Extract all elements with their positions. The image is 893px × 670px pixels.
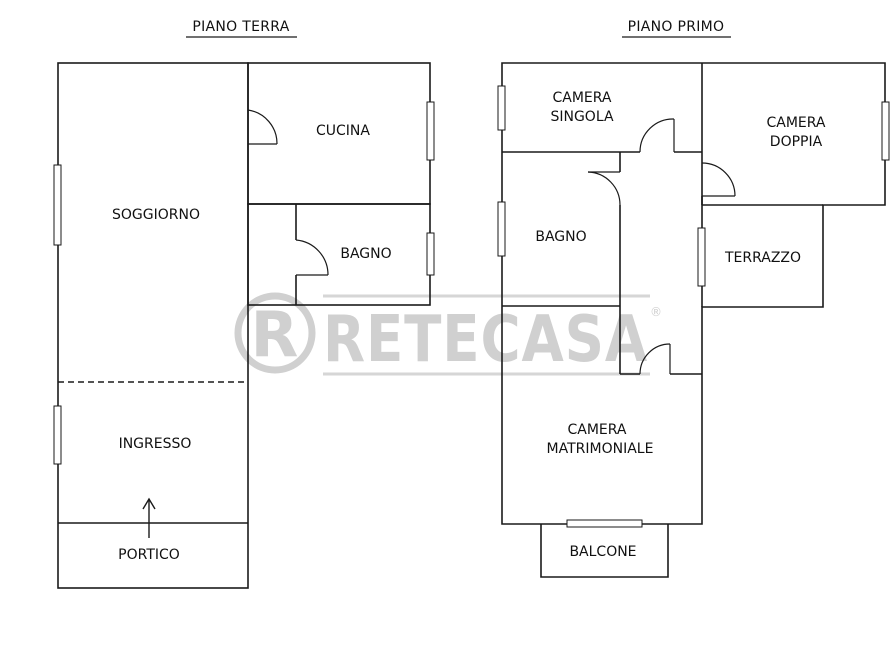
camera-singola-door bbox=[639, 118, 675, 153]
ground-bagno-window bbox=[426, 232, 435, 276]
ingresso-label: INGRESSO bbox=[119, 436, 192, 452]
camera-doppia-door bbox=[701, 162, 736, 197]
cucina-label: CUCINA bbox=[316, 123, 370, 139]
ground-floor-title: PIANO TERRA bbox=[192, 19, 289, 35]
soggiorno-label: SOGGIORNO bbox=[112, 207, 200, 223]
first-floor-plan: CAMERA SINGOLA CAMERA DOPPIA BAGNO TERRA… bbox=[497, 62, 890, 578]
first-bagno-window bbox=[497, 201, 506, 257]
ingresso-window bbox=[53, 405, 62, 465]
camera-matrimoniale-door bbox=[639, 343, 671, 375]
balcone-outline bbox=[540, 524, 669, 578]
camera-matrimoniale-label-line1: CAMERA bbox=[567, 422, 626, 438]
terrazzo-label: TERRAZZO bbox=[724, 250, 801, 266]
first-floor-title: PIANO PRIMO bbox=[628, 19, 725, 35]
entrance-arrow-icon bbox=[142, 497, 156, 538]
portico-label: PORTICO bbox=[118, 547, 180, 563]
camera-doppia-window bbox=[881, 101, 890, 161]
first-bagno-door bbox=[587, 171, 621, 206]
camera-singola-label-line1: CAMERA bbox=[552, 90, 611, 106]
ground-left-block bbox=[57, 62, 249, 589]
balcone-label: BALCONE bbox=[569, 544, 636, 560]
balcone-door-window bbox=[566, 519, 643, 528]
ground-floor-plan: SOGGIORNO CUCINA BAGNO INGRESSO PORTICO bbox=[53, 62, 435, 589]
retecasa-watermark: R RETECASA ® bbox=[234, 292, 662, 377]
watermark-logo-circle bbox=[234, 292, 316, 374]
ground-bagno-door bbox=[295, 239, 329, 276]
watermark-text: RETECASA bbox=[323, 303, 648, 377]
cucina-window bbox=[426, 101, 435, 161]
watermark-logo-letter: R bbox=[251, 298, 300, 371]
ground-bagno-label: BAGNO bbox=[340, 246, 391, 262]
cucina-door bbox=[247, 109, 278, 145]
camera-matrimoniale-label-line2: MATRIMONIALE bbox=[547, 441, 654, 457]
camera-singola-window bbox=[497, 85, 506, 131]
watermark-registered: ® bbox=[650, 305, 662, 319]
first-bagno-label: BAGNO bbox=[535, 229, 586, 245]
camera-doppia-label-line2: DOPPIA bbox=[770, 134, 823, 150]
soggiorno-window bbox=[53, 164, 62, 246]
terrazzo-door-window bbox=[697, 227, 706, 287]
ground-bagno-zone bbox=[247, 203, 431, 306]
camera-singola-label-line2: SINGOLA bbox=[550, 109, 613, 125]
camera-doppia-label-line1: CAMERA bbox=[766, 115, 825, 131]
